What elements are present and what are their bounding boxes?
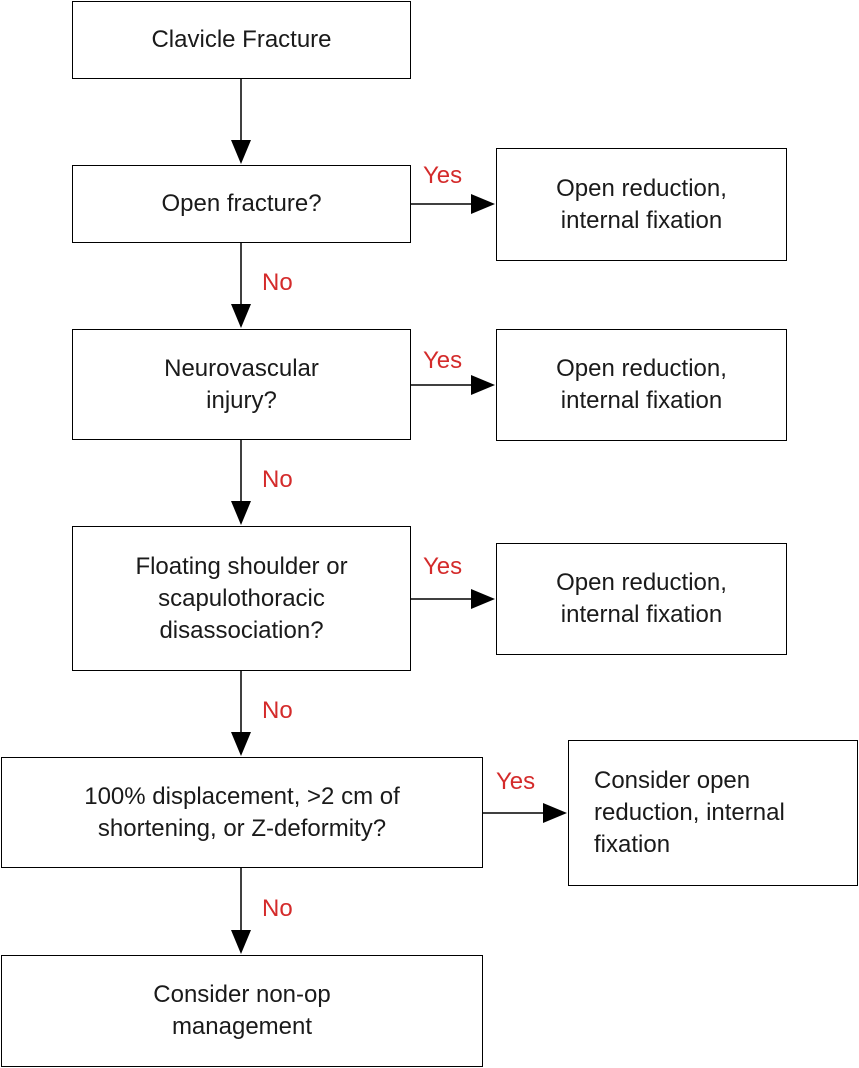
edge-label-no-3: No	[262, 697, 293, 724]
arrowhead-q4-to-end	[231, 930, 251, 954]
node-text: Clavicle Fracture	[151, 26, 332, 53]
node-neurovascular-question: Neurovascular injury?	[72, 329, 411, 440]
edge-label-yes-2: Yes	[423, 347, 463, 374]
node-text: Consider open	[594, 767, 751, 794]
edge-label-no-2: No	[262, 466, 293, 493]
node-orif-3: Open reduction, internal fixation	[496, 543, 787, 655]
node-consider-orif: Consider open reduction, internal fixati…	[568, 740, 858, 886]
node-text: disassociation?	[159, 616, 324, 644]
node-text: internal fixation	[560, 601, 723, 628]
node-text: 100% displacement, >2 cm of	[84, 782, 400, 810]
node-displacement-question: 100% displacement, >2 cm of shortening, …	[1, 757, 483, 868]
node-text: management	[171, 1013, 313, 1040]
node-text: scapulothoracic	[158, 584, 325, 612]
node-text: Neurovascular	[164, 354, 319, 382]
edge-label-no-4: No	[262, 895, 293, 922]
arrowhead-q1-to-a1	[471, 194, 495, 214]
node-text: Open reduction,	[556, 174, 727, 202]
node-text: fixation	[594, 831, 671, 858]
node-text: shortening, or Z-deformity?	[97, 814, 387, 842]
node-open-fracture-question: Open fracture?	[72, 165, 411, 243]
node-text: injury?	[206, 386, 277, 414]
edge-label-yes-4: Yes	[496, 768, 536, 795]
arrowhead-q2-to-q3	[231, 501, 251, 525]
node-text: Consider non-op	[153, 981, 331, 1008]
node-orif-2: Open reduction, internal fixation	[496, 329, 787, 441]
node-text: Open reduction,	[556, 355, 727, 382]
node-orif-1: Open reduction, internal fixation	[496, 148, 787, 261]
arrowhead-q1-to-q2	[231, 304, 251, 328]
edge-label-yes-3: Yes	[423, 553, 463, 580]
node-text: Open reduction,	[556, 569, 727, 596]
edge-label-no-1: No	[262, 269, 293, 296]
node-text: reduction, internal	[594, 799, 785, 826]
node-floating-shoulder-question: Floating shoulder or scapulothoracic dis…	[72, 526, 411, 671]
arrowhead-q2-to-a2	[471, 375, 495, 395]
arrowhead-q3-to-q4	[231, 732, 251, 756]
node-text: internal fixation	[560, 206, 723, 234]
edge-label-yes-1: Yes	[423, 162, 463, 189]
arrowhead-q4-to-a4	[543, 803, 567, 823]
node-text: Open fracture?	[161, 190, 322, 217]
arrowhead-start-to-q1	[231, 140, 251, 164]
node-text: Floating shoulder or	[135, 552, 348, 580]
node-text: internal fixation	[560, 387, 723, 414]
node-clavicle-fracture: Clavicle Fracture	[72, 1, 411, 79]
arrowhead-q3-to-a3	[471, 589, 495, 609]
node-consider-non-op: Consider non-op management	[1, 955, 483, 1067]
